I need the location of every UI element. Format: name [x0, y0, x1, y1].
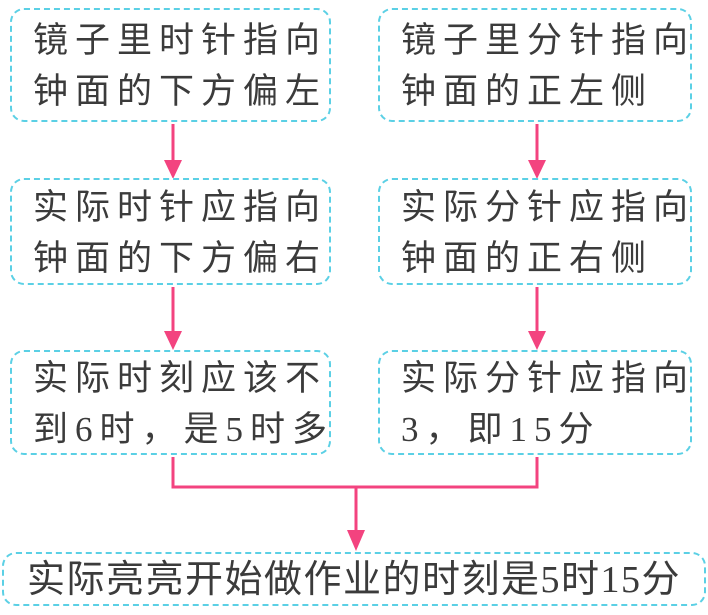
box-line: 实际分针应指向	[401, 188, 696, 227]
box-line: 钟面的下方偏左	[33, 72, 328, 111]
box-actual-minute-hand: 实际分针应指向 钟面的正右侧	[378, 178, 692, 285]
arrow-down-left-2	[164, 287, 182, 350]
box-conclusion: 实际亮亮开始做作业的时刻是5时15分	[2, 552, 706, 606]
box-line: 3，即15分	[401, 410, 601, 449]
box-line: 实际时刻应该不	[33, 359, 328, 398]
box-mirror-minute-hand: 镜子里分针指向 钟面的正左侧	[378, 8, 692, 122]
arrow-down-right-1	[528, 124, 546, 179]
box-line: 钟面的下方偏右	[33, 239, 328, 278]
merge-connector	[171, 457, 539, 551]
box-actual-minute-reading: 实际分针应指向 3，即15分	[378, 350, 692, 455]
box-line: 实际分针应指向	[401, 359, 696, 398]
arrow-down-right-2	[528, 287, 546, 350]
box-actual-hour-hand: 实际时针应指向 钟面的下方偏右	[10, 178, 331, 285]
box-line: 到6时，是5时多	[33, 410, 335, 449]
box-line: 实际亮亮开始做作业的时刻是5时15分	[26, 559, 681, 601]
box-line: 镜子里分针指向	[401, 21, 696, 60]
box-line: 钟面的正右侧	[401, 239, 654, 278]
box-line: 实际时针应指向	[33, 188, 328, 227]
box-line: 镜子里时针指向	[33, 21, 328, 60]
box-mirror-hour-hand: 镜子里时针指向 钟面的下方偏左	[10, 8, 331, 122]
arrow-down-left-1	[164, 124, 182, 179]
box-line: 钟面的正左侧	[401, 72, 654, 111]
box-actual-hour-reading: 实际时刻应该不 到6时，是5时多	[10, 350, 331, 455]
